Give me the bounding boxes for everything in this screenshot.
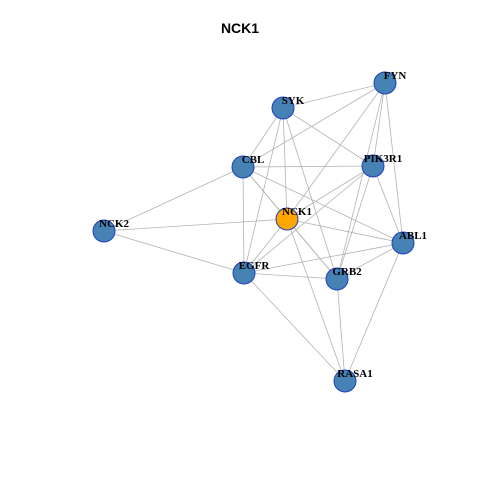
node-label-nck1: NCK1	[282, 206, 312, 218]
node-grb2	[325, 267, 349, 291]
edge-cbl-abl1	[242, 166, 404, 244]
edge-nck2-nck1	[103, 218, 288, 232]
edge-egfr-rasa1	[243, 272, 346, 382]
node-abl1	[391, 231, 415, 255]
edge-syk-egfr	[243, 107, 284, 274]
edge-syk-pik3r1	[282, 107, 374, 167]
edge-syk-cbl	[242, 107, 284, 168]
edge-fyn-grb2	[336, 82, 386, 280]
edge-pik3r1-egfr	[243, 165, 374, 274]
edge-nck1-abl1	[286, 218, 404, 244]
node-label-abl1: ABL1	[399, 230, 427, 242]
edge-fyn-abl1	[384, 82, 404, 244]
node-fyn	[373, 71, 397, 95]
edge-syk-grb2	[282, 107, 338, 280]
node-label-fyn: FYN	[384, 70, 407, 82]
edge-pik3r1-grb2	[336, 165, 374, 280]
edge-fyn-pik3r1	[372, 82, 386, 167]
edge-fyn-cbl	[242, 82, 386, 168]
edge-grb2-rasa1	[336, 278, 346, 382]
edge-egfr-abl1	[243, 242, 404, 274]
edge-nck1-grb2	[286, 218, 338, 280]
node-label-rasa1: RASA1	[337, 368, 372, 380]
node-cbl	[231, 155, 255, 179]
edge-grb2-abl1	[336, 242, 404, 280]
edge-cbl-pik3r1	[242, 165, 374, 168]
edge-nck2-egfr	[103, 230, 245, 274]
edge-cbl-egfr	[242, 166, 245, 274]
graph-title: NCK1	[220, 20, 260, 36]
node-label-egfr: EGFR	[239, 260, 271, 272]
edge-syk-nck1	[282, 107, 288, 220]
edge-layer	[103, 82, 404, 382]
edge-syk-fyn	[282, 82, 386, 109]
node-pik3r1	[361, 154, 385, 178]
edge-pik3r1-nck1	[286, 165, 374, 220]
node-label-syk: SYK	[282, 95, 305, 107]
node-label-grb2: GRB2	[332, 266, 362, 278]
edge-pik3r1-abl1	[372, 165, 404, 244]
node-nck2	[92, 219, 116, 243]
edge-nck1-rasa1	[286, 218, 346, 382]
node-label-cbl: CBL	[242, 154, 265, 166]
node-rasa1	[333, 369, 357, 393]
edge-cbl-nck2	[103, 166, 244, 232]
node-nck1	[275, 207, 299, 231]
edge-fyn-nck1	[286, 82, 386, 220]
node-label-pik3r1: PIK3R1	[364, 153, 403, 165]
node-label-nck2: NCK2	[99, 218, 129, 230]
node-egfr	[232, 261, 256, 285]
edge-nck1-egfr	[243, 218, 288, 274]
edge-abl1-rasa1	[344, 242, 404, 382]
edge-egfr-grb2	[243, 272, 338, 280]
node-syk	[271, 96, 295, 120]
